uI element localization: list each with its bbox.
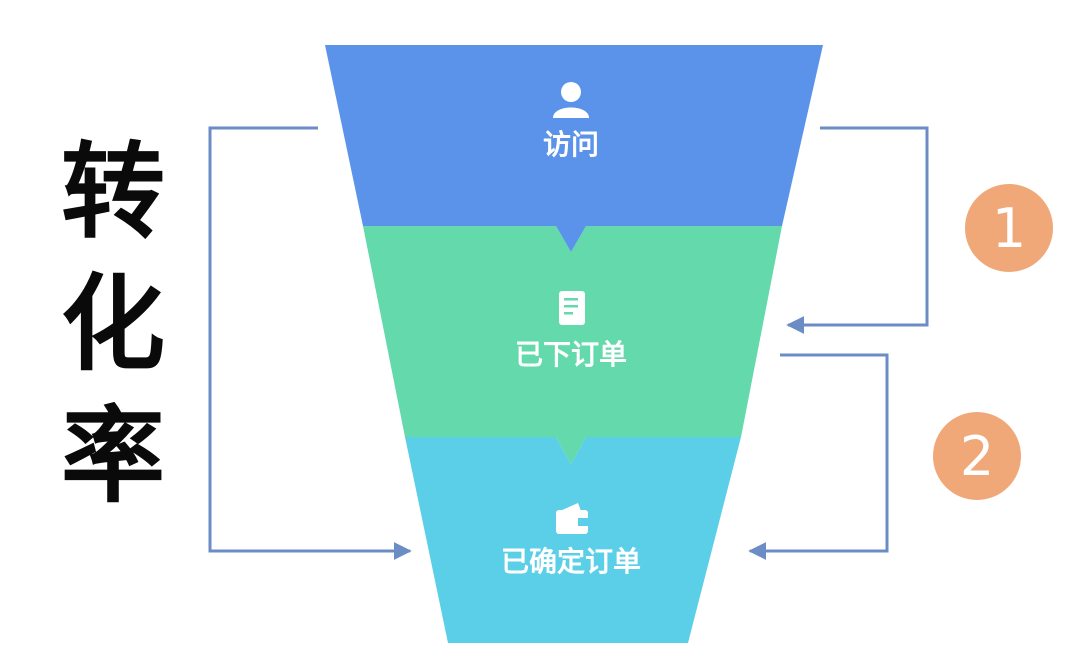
overall-conversion-arrow: [208, 126, 412, 560]
side-label-char-1: 转: [60, 131, 165, 253]
funnel-stage-visits: [325, 45, 823, 252]
step-2-arrow: [748, 353, 889, 560]
stage-label-visits: 访问: [543, 128, 599, 161]
funnel-stage-confirmed-orders: [405, 437, 741, 643]
stage-label-confirmed-orders: 已确定订单: [501, 545, 641, 578]
wallet-icon: [556, 503, 588, 534]
step-2-badge: [933, 412, 1021, 500]
funnel-stage-placed-orders: [363, 226, 782, 464]
user-icon: [553, 82, 589, 118]
step-2-number: 2: [960, 425, 994, 488]
step-1-arrow: [786, 126, 929, 334]
document-icon: [559, 291, 585, 325]
step-1-badge: [965, 184, 1053, 272]
step-1-number: 1: [992, 197, 1026, 260]
side-label-char-3: 率: [60, 395, 165, 517]
side-label-char-2: 化: [60, 263, 165, 385]
stage-label-placed-orders: 已下订单: [515, 338, 627, 371]
